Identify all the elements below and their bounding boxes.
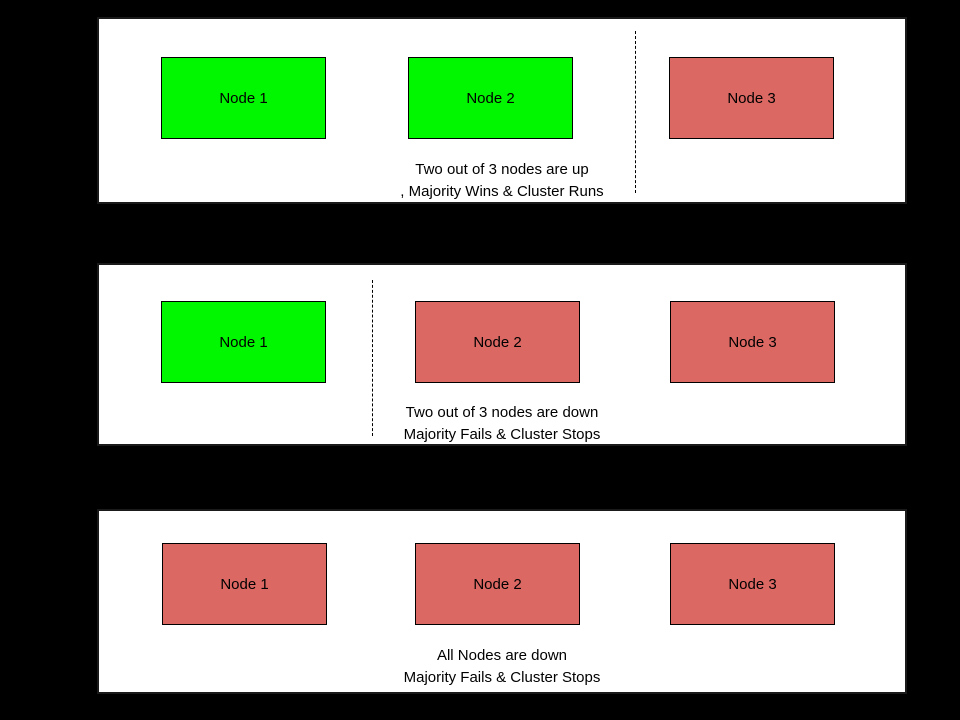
node-box-1: Node 1	[161, 301, 326, 383]
caption-line-1: All Nodes are down	[436, 647, 568, 664]
scenario-caption: Two out of 3 nodes are up , Majority Win…	[99, 159, 905, 203]
node-box-3: Node 3	[670, 543, 835, 625]
partition-divider-line	[372, 280, 373, 436]
scenario-caption: Two out of 3 nodes are down Majority Fai…	[99, 402, 905, 446]
caption-line-2: , Majority Wins & Cluster Runs	[400, 183, 604, 200]
node-label: Node 3	[727, 89, 776, 107]
node-box-2: Node 2	[415, 301, 580, 383]
scenario-caption: All Nodes are down Majority Fails & Clus…	[99, 645, 905, 689]
node-box-2: Node 2	[408, 57, 573, 139]
node-box-1: Node 1	[162, 543, 327, 625]
caption-line-2: Majority Fails & Cluster Stops	[403, 669, 601, 686]
node-label: Node 2	[466, 89, 515, 107]
node-label: Node 3	[728, 333, 777, 351]
caption-line-2: Majority Fails & Cluster Stops	[403, 426, 601, 443]
scenario-panel-all-down: Node 1 Node 2 Node 3 All Nodes are down …	[97, 509, 907, 694]
scenario-panel-two-down: Node 1 Node 2 Node 3 Two out of 3 nodes …	[97, 263, 907, 446]
caption-line-1: Two out of 3 nodes are up	[415, 161, 589, 178]
node-label: Node 2	[473, 333, 522, 351]
node-box-1: Node 1	[161, 57, 326, 139]
node-label: Node 1	[220, 575, 269, 593]
caption-line-1: Two out of 3 nodes are down	[405, 404, 599, 421]
partition-divider-line	[635, 31, 636, 193]
node-box-3: Node 3	[669, 57, 834, 139]
node-box-2: Node 2	[415, 543, 580, 625]
node-label: Node 2	[473, 575, 522, 593]
scenario-panel-two-up: Node 1 Node 2 Node 3 Two out of 3 nodes …	[97, 17, 907, 204]
node-label: Node 3	[728, 575, 777, 593]
node-label: Node 1	[219, 89, 268, 107]
node-box-3: Node 3	[670, 301, 835, 383]
node-label: Node 1	[219, 333, 268, 351]
